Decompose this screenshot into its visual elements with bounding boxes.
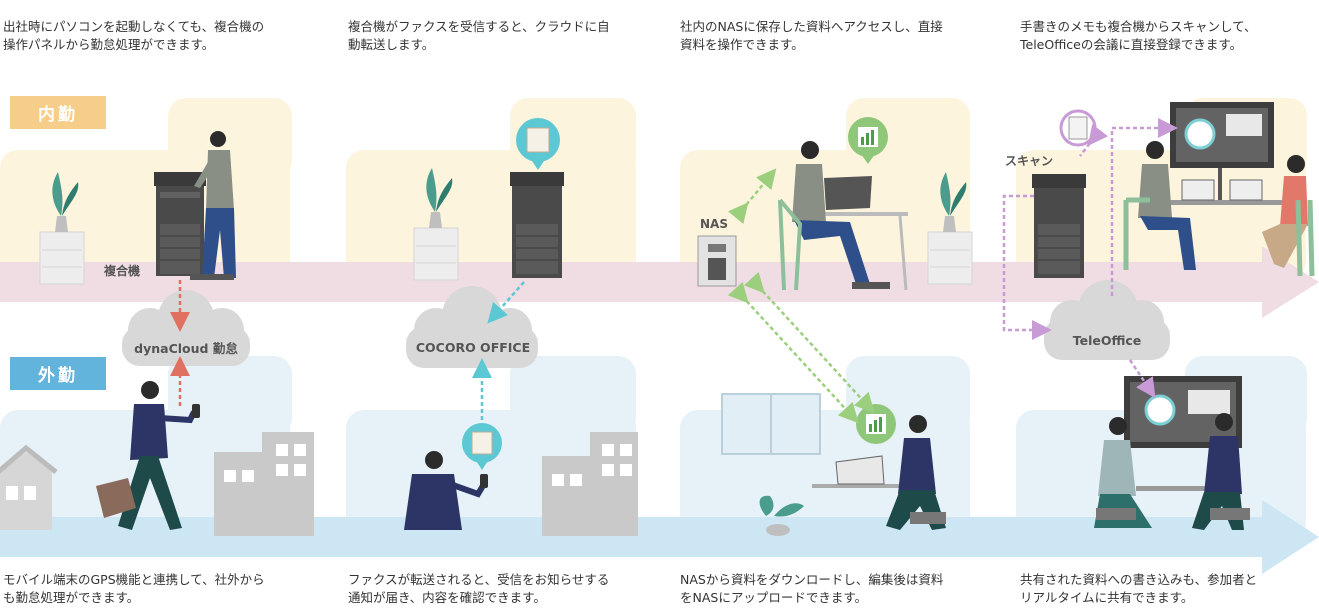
plant-icon (39, 172, 85, 285)
walking-person-icon (96, 381, 200, 530)
person-at-mfp-icon (190, 131, 236, 280)
outside-zone-tag: 外勤 (10, 357, 106, 390)
caption-top-4: 手書きのメモも複合機からスキャンして、 TeleOfficeの会議に直接登録でき… (1020, 19, 1257, 52)
phone-person-icon (404, 451, 488, 530)
building-windows (224, 444, 306, 482)
house-icon (0, 444, 58, 530)
caption-top-2: 複合機がファクスを受信すると、クラウドに自 動転送します。 (348, 19, 610, 52)
home-worker-icon (759, 415, 946, 536)
inside-zone-tag: 内勤 (10, 96, 106, 129)
fax-bubble-icon (516, 118, 560, 170)
cloud-cocoro (406, 286, 538, 368)
fax-forward-arrows (472, 281, 525, 420)
nas-label: NAS (700, 217, 728, 231)
cloud-teleoffice (1044, 280, 1170, 360)
scan-bubble-icon (1059, 109, 1097, 147)
plant-icon-3 (927, 172, 973, 285)
fax-bubble-icon-2 (462, 423, 502, 470)
chart-bubble-icon-2 (856, 404, 896, 444)
scan-label: スキャン (1005, 154, 1054, 168)
building-windows-2 (552, 444, 632, 486)
mfp-label: 複合機 (104, 264, 141, 278)
caption-bottom-1: モバイル端末のGPS機能と連携して、社外から も勤怠処理ができます。 (3, 572, 265, 605)
cloud-label-teleoffice: TeleOffice (1072, 333, 1142, 348)
caption-bottom-3: NASから資料をダウンロードし、編集後は資料 をNASにアップロードできます。 (680, 572, 944, 605)
building-icon (214, 432, 314, 536)
mfp-icon-2 (510, 172, 564, 278)
inside-band (0, 246, 1319, 318)
cloud-label-dynacloud: dynaCloud 勤怠 (134, 341, 238, 356)
nas-icon (697, 235, 737, 287)
mfp-icon-3 (1032, 174, 1086, 278)
chart-bubble-icon (848, 117, 888, 164)
outside-band (0, 500, 1319, 574)
video-monitor-icon (1170, 102, 1274, 200)
caption-top-1: 出社時にパソコンを起動しなくても、複合機の 操作パネルから勤怠処理ができます。 (3, 19, 265, 52)
plant-icon-2 (413, 168, 459, 281)
meeting-people-icon-2 (1094, 413, 1250, 530)
caption-top-3: 社内のNASに保存した資料へアクセスし、直接 資料を操作できます。 (680, 19, 943, 52)
meeting-people-icon (1123, 141, 1315, 277)
caption-bottom-2: ファクスが転送されると、受信をお知らせする 通知が届き、内容を確認できます。 (348, 572, 610, 605)
mfp-icon (154, 172, 206, 276)
caption-bottom-4: 共有された資料への書き込みも、参加者と リアルタイムに共有できます。 (1020, 572, 1258, 605)
nas-access-arrows (727, 168, 875, 424)
cloud-dynacloud (122, 290, 250, 366)
cloud-label-cocoro: COCORO OFFICE (415, 340, 531, 355)
window-icon (721, 393, 821, 455)
scan-arrows (1002, 118, 1178, 399)
